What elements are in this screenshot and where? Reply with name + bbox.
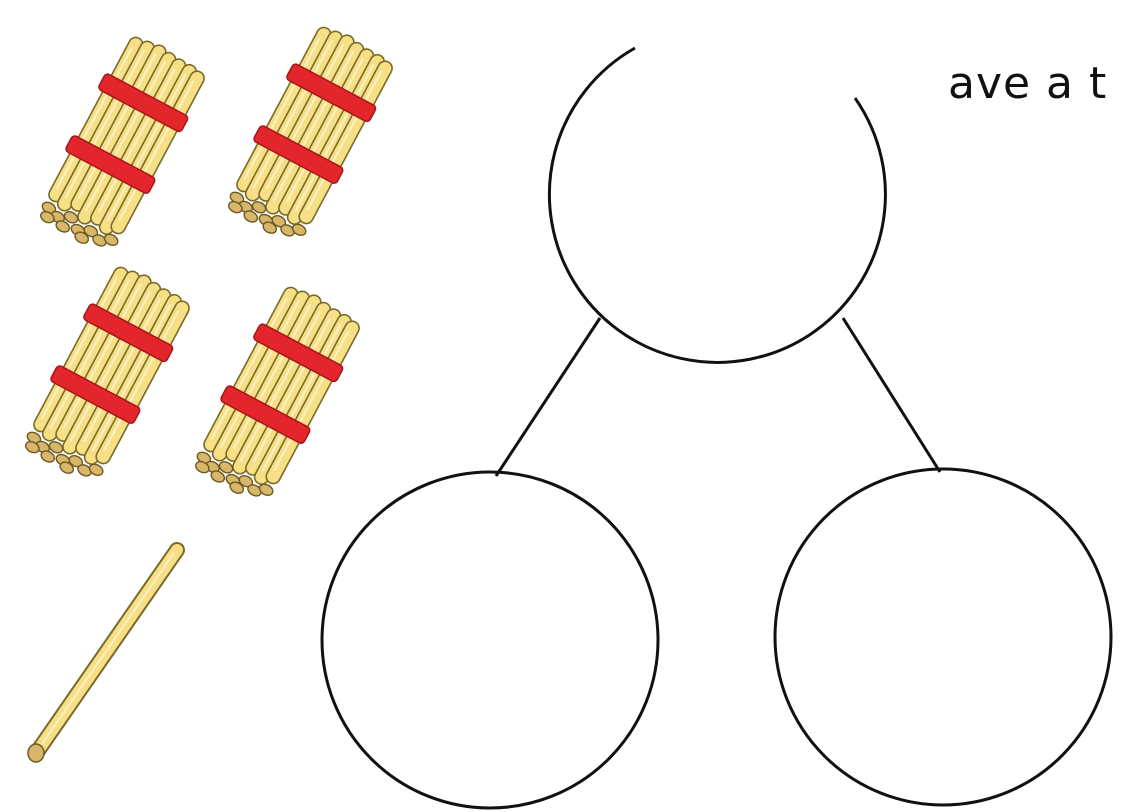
part-circle-right: [775, 469, 1111, 805]
ten-stick-bundle-icon: [15, 259, 198, 490]
ten-stick-bundle-icon: [30, 29, 213, 260]
ten-stick-bundle-icon: [185, 279, 368, 510]
whole-circle: [549, 48, 885, 362]
connector-right: [843, 318, 940, 472]
single-stick-icon: [28, 550, 177, 762]
caption-text: ave a t: [948, 58, 1107, 109]
ten-stick-bundle-icon: [218, 19, 401, 250]
part-whole-model: [322, 48, 1111, 808]
connector-left: [496, 318, 600, 476]
part-circle-left: [322, 472, 658, 808]
